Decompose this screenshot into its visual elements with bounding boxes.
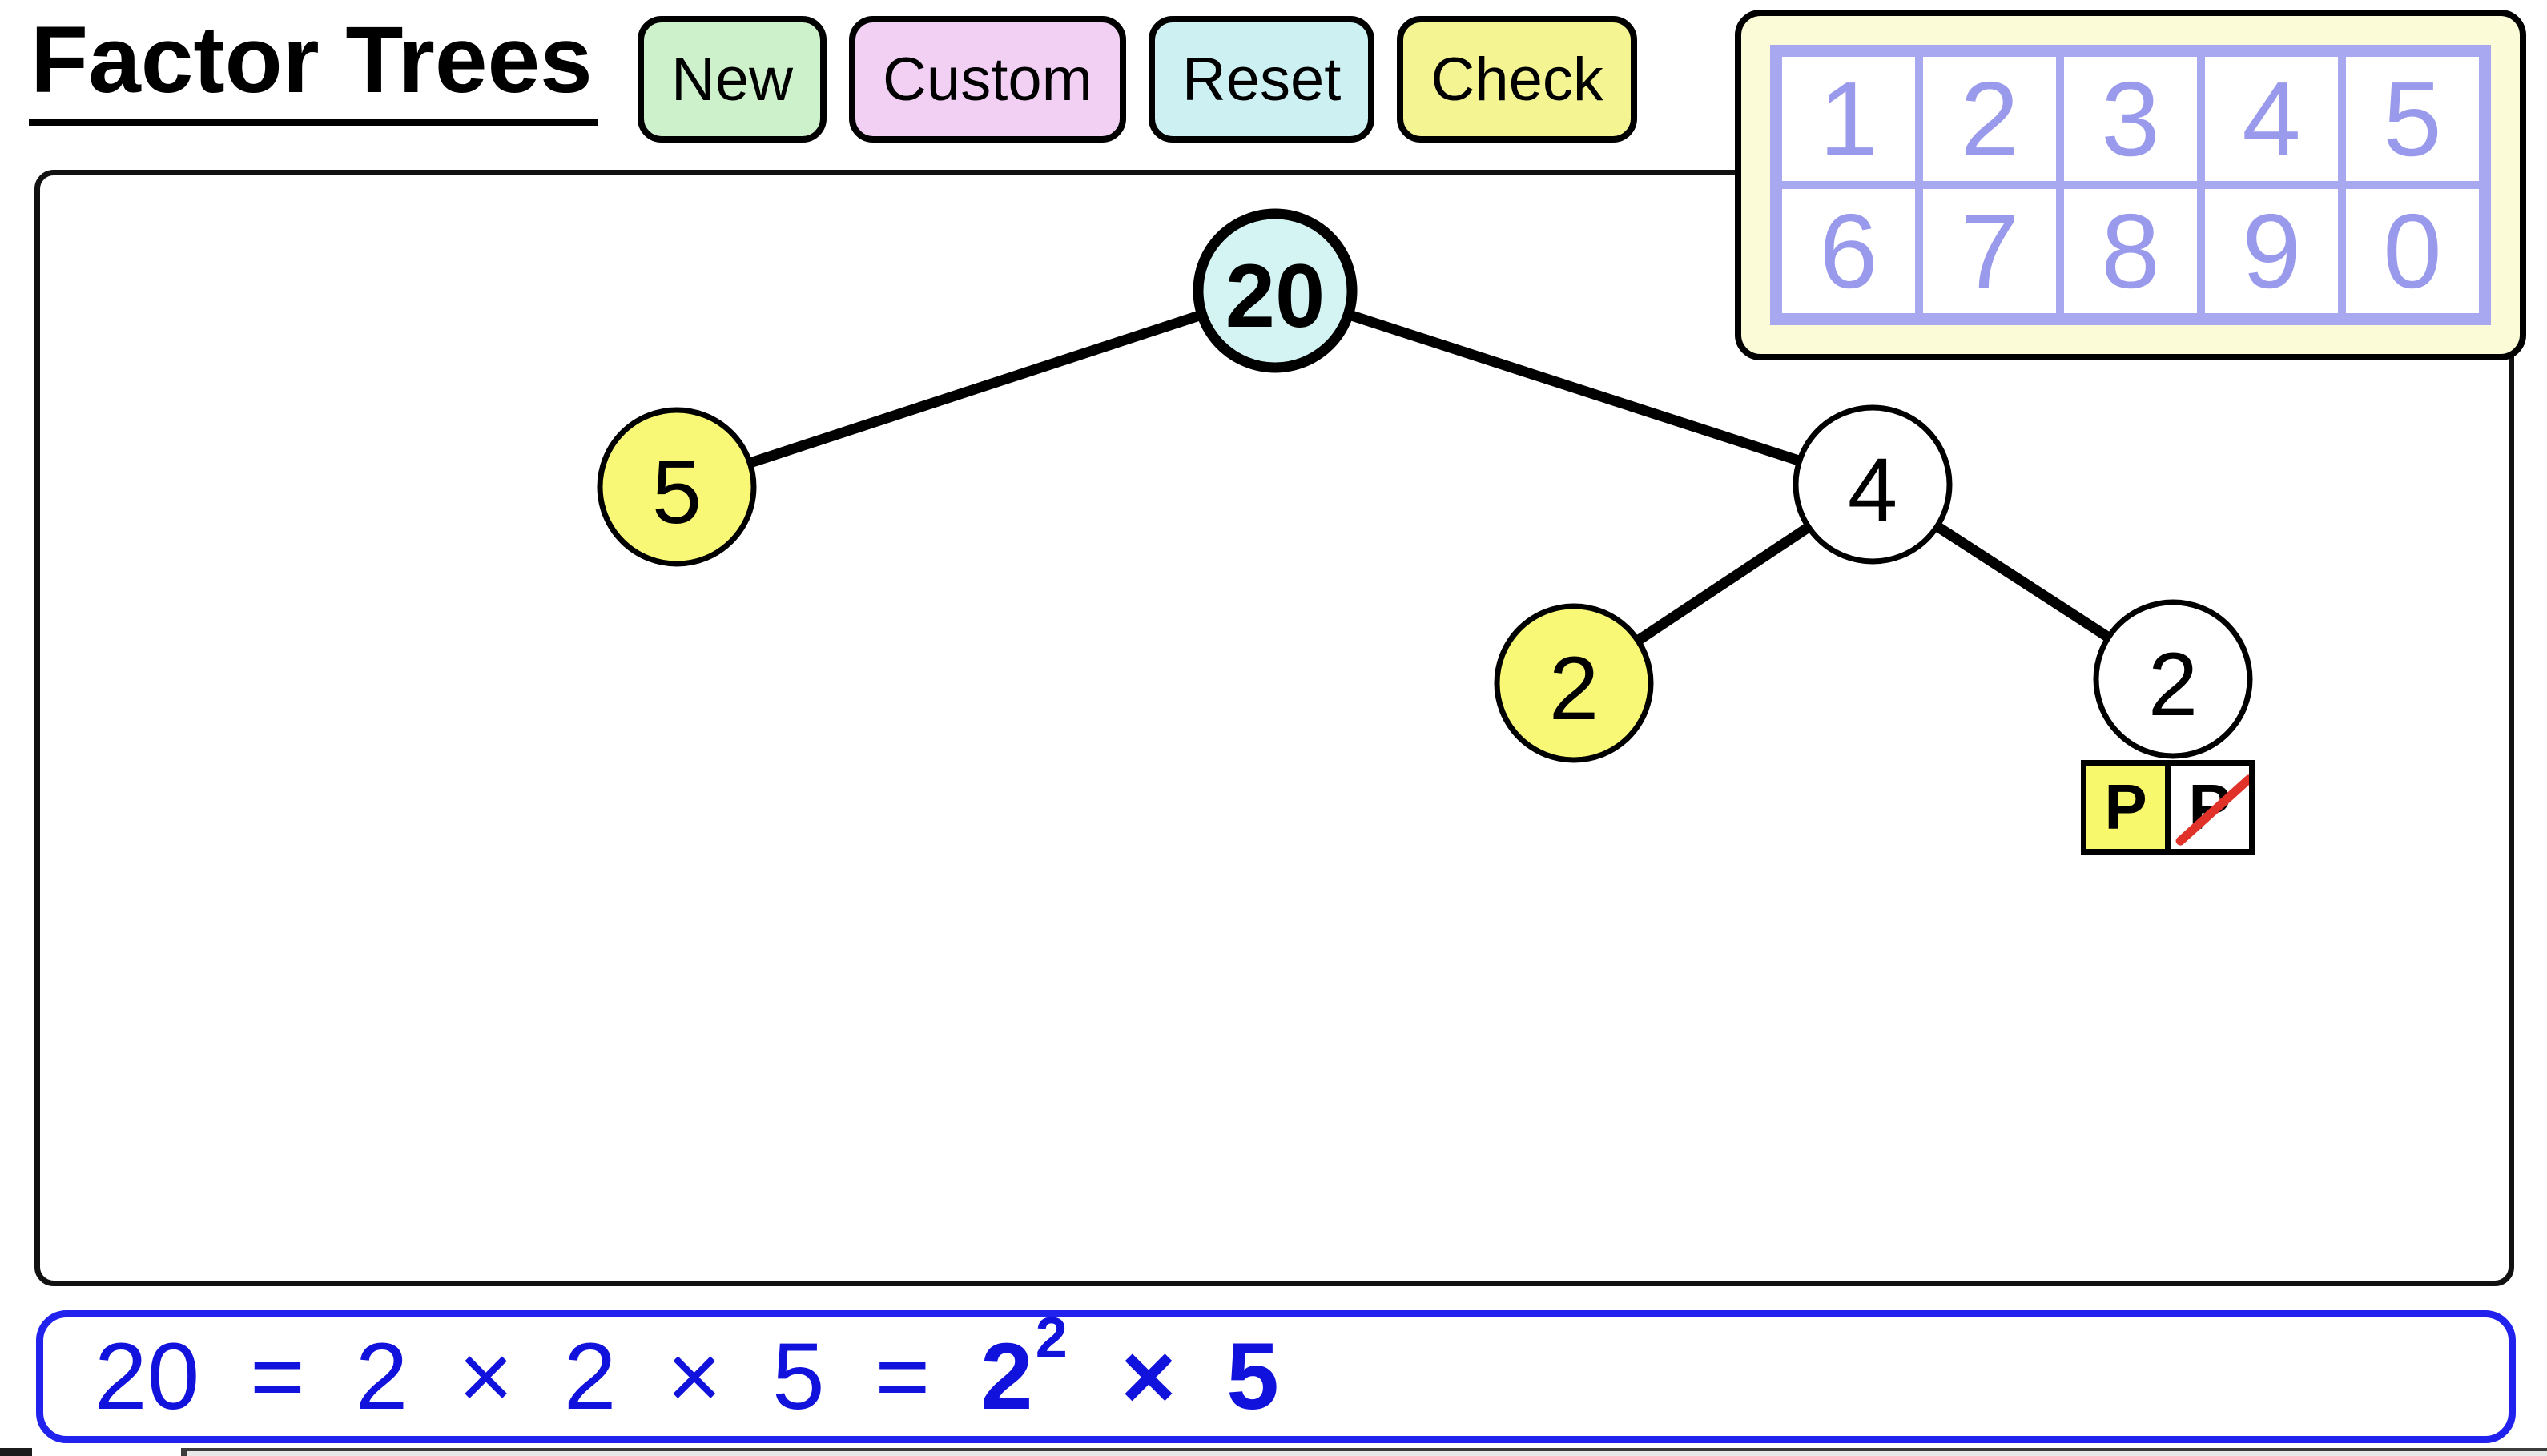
numpad-key-7[interactable]: 7	[1919, 185, 2060, 317]
tree-node-5[interactable]	[597, 407, 757, 567]
not-prime-button[interactable]: P	[2165, 760, 2255, 855]
toolbar: New Custom Reset Check	[638, 16, 1637, 143]
number-pad-grid: 1 2 3 4 5 6 7 8 9 0	[1770, 45, 2491, 325]
equation-exponent: 2	[1035, 1306, 1068, 1370]
not-prime-label: P	[2188, 771, 2231, 843]
number-pad: 1 2 3 4 5 6 7 8 9 0	[1735, 10, 2526, 360]
equation-bold-base: 2	[980, 1324, 1033, 1430]
numpad-key-3[interactable]: 3	[2060, 53, 2201, 185]
tree-node-20[interactable]	[1193, 208, 1358, 373]
bottom-clipped-panel-edge	[181, 1448, 2547, 1456]
check-button[interactable]: Check	[1397, 16, 1637, 143]
custom-button[interactable]: Custom	[849, 16, 1126, 143]
tree-node-2[interactable]	[1494, 603, 1654, 763]
numpad-key-0[interactable]: 0	[2342, 185, 2483, 317]
bottom-edge-artifact	[0, 1448, 32, 1456]
tree-node-4[interactable]	[1793, 404, 1953, 565]
numpad-key-1[interactable]: 1	[1778, 53, 1919, 185]
numpad-key-9[interactable]: 9	[2201, 185, 2342, 317]
numpad-key-8[interactable]: 8	[2060, 185, 2201, 317]
prime-toggle: P P	[2081, 760, 2255, 855]
page-title: Factor Trees	[29, 10, 598, 126]
new-button[interactable]: New	[638, 16, 827, 143]
prime-button[interactable]: P	[2081, 760, 2171, 855]
numpad-key-5[interactable]: 5	[2342, 53, 2483, 185]
equation-prefix: 20 = 2 × 2 × 5 =	[95, 1324, 981, 1430]
equation-bold-suffix: × 5	[1070, 1324, 1279, 1430]
numpad-key-6[interactable]: 6	[1778, 185, 1919, 317]
tree-node-2[interactable]	[2093, 599, 2253, 759]
reset-button[interactable]: Reset	[1148, 16, 1375, 143]
numpad-key-2[interactable]: 2	[1919, 53, 2060, 185]
numpad-key-4[interactable]: 4	[2201, 53, 2342, 185]
